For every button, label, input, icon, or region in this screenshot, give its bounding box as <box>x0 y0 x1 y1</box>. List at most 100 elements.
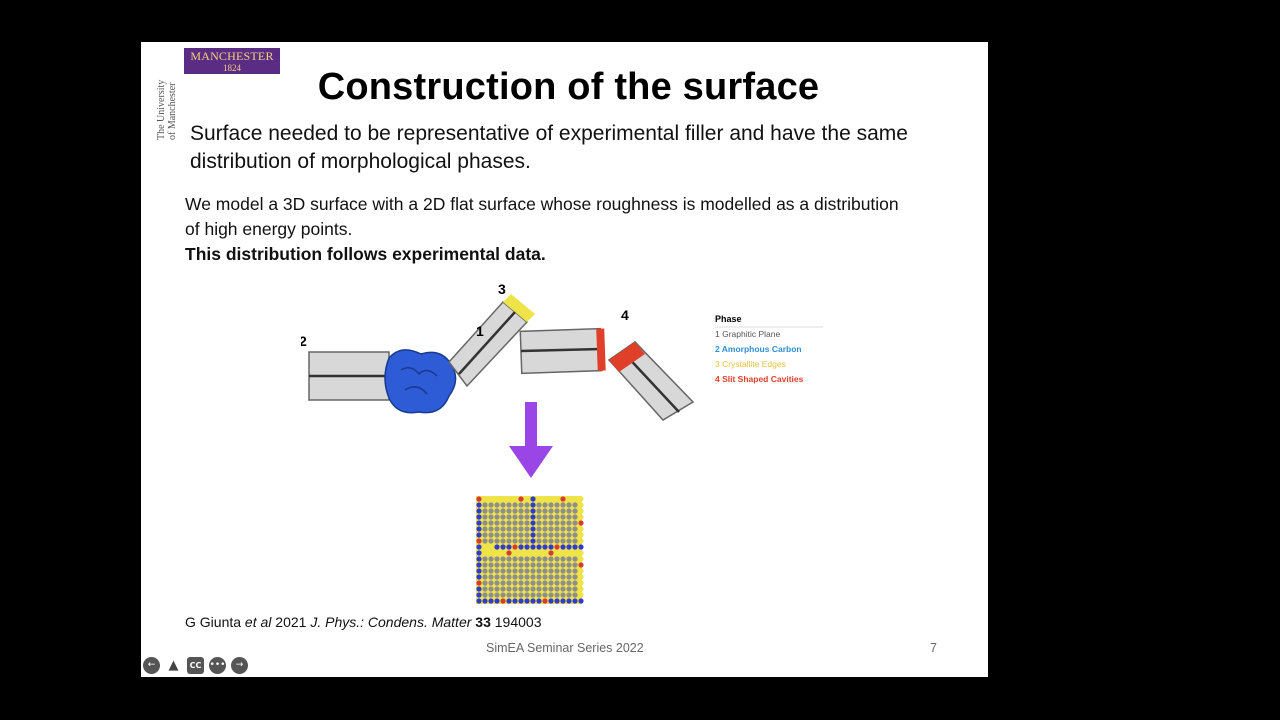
grid-cell <box>536 550 542 556</box>
grid-cell <box>548 538 554 544</box>
grid-cell <box>488 580 494 586</box>
university-logo: MANCHESTER 1824 <box>184 48 280 74</box>
grid-cell <box>512 562 518 568</box>
grid-cell <box>530 538 536 544</box>
grid-cell <box>572 508 578 514</box>
grid-cell <box>530 568 536 574</box>
grid-cell <box>488 562 494 568</box>
grid-cell <box>506 592 512 598</box>
grid-cell <box>506 496 512 502</box>
grid-cell <box>542 574 548 580</box>
grid-cell <box>572 598 578 604</box>
legend-item-4: 4 Slit Shaped Cavities <box>715 374 804 384</box>
grid-cell <box>506 514 512 520</box>
grid-cell <box>506 538 512 544</box>
grid-cell <box>572 586 578 592</box>
grid-cell <box>494 586 500 592</box>
grid-cell <box>524 556 530 562</box>
notes-toggle-icon[interactable]: ▲ <box>168 658 179 673</box>
grid-cell <box>506 550 512 556</box>
grid-cell <box>506 556 512 562</box>
grid-cell <box>500 586 506 592</box>
grid-cell <box>524 592 530 598</box>
grid-cell <box>494 496 500 502</box>
grid-cell <box>518 508 524 514</box>
grid-cell <box>536 580 542 586</box>
next-slide-button[interactable]: → <box>231 657 248 674</box>
grid-cell <box>554 502 560 508</box>
grid-cell <box>524 574 530 580</box>
grid-cell <box>572 580 578 586</box>
label-3: 3 <box>498 281 506 297</box>
grid-cell <box>566 598 572 604</box>
grid-cell <box>554 592 560 598</box>
grid-cell <box>566 520 572 526</box>
grid-cell <box>482 574 488 580</box>
grid-cell <box>536 508 542 514</box>
grid-cell <box>560 562 566 568</box>
captions-button[interactable]: CC <box>187 657 204 674</box>
grid-cell <box>482 502 488 508</box>
grid-cell <box>476 598 482 604</box>
grid-cell <box>560 502 566 508</box>
grid-cell <box>530 592 536 598</box>
grid-cell <box>500 556 506 562</box>
grid-cell <box>500 580 506 586</box>
grid-cell <box>566 586 572 592</box>
more-options-button[interactable]: ••• <box>209 657 226 674</box>
grid-cell <box>578 562 584 568</box>
grid-cell <box>560 514 566 520</box>
grid-cell <box>578 526 584 532</box>
grid-cell <box>488 508 494 514</box>
grid-cell <box>572 544 578 550</box>
grid-cell <box>482 598 488 604</box>
body-line: We model a 3D surface with a 2D flat sur… <box>185 194 899 239</box>
grid-cell <box>560 496 566 502</box>
grid-cell <box>494 580 500 586</box>
grid-cell <box>500 574 506 580</box>
grid-cell <box>494 556 500 562</box>
grid-cell <box>488 586 494 592</box>
citation-article: 194003 <box>490 614 542 630</box>
grid-cell <box>512 580 518 586</box>
grid-cell <box>548 568 554 574</box>
grid-cell <box>554 508 560 514</box>
citation: G Giunta et al 2021 J. Phys.: Condens. M… <box>185 614 541 630</box>
grid-cell <box>500 562 506 568</box>
grid-cell <box>578 568 584 574</box>
grid-cell <box>542 538 548 544</box>
grid-cell <box>518 574 524 580</box>
grid-cell <box>578 520 584 526</box>
prev-slide-button[interactable]: ← <box>143 657 160 674</box>
grid-cell <box>578 550 584 556</box>
grid-cell <box>548 550 554 556</box>
grid-cell <box>536 592 542 598</box>
grid-cell <box>566 574 572 580</box>
grid-cell <box>518 592 524 598</box>
grid-cell <box>578 496 584 502</box>
grid-cell <box>494 538 500 544</box>
grid-cell <box>494 508 500 514</box>
grid-cell <box>578 544 584 550</box>
body-text: We model a 3D surface with a 2D flat sur… <box>185 192 905 267</box>
grid-cell <box>566 502 572 508</box>
grid-cell <box>524 532 530 538</box>
grid-cell <box>536 496 542 502</box>
grid-cell <box>572 562 578 568</box>
grid-cell <box>476 544 482 550</box>
body-bold-line: This distribution follows experimental d… <box>185 244 546 264</box>
grid-cell <box>500 496 506 502</box>
grid-cell <box>548 532 554 538</box>
grid-cell <box>542 502 548 508</box>
grid-cell <box>482 580 488 586</box>
grid-cell <box>512 574 518 580</box>
grid-cell <box>566 592 572 598</box>
grid-cell <box>560 592 566 598</box>
grid-cell <box>494 532 500 538</box>
grid-cell <box>542 508 548 514</box>
grid-cell <box>524 502 530 508</box>
grid-cell <box>536 556 542 562</box>
grid-cell <box>548 586 554 592</box>
grid-cell <box>476 508 482 514</box>
grid-cell <box>578 508 584 514</box>
